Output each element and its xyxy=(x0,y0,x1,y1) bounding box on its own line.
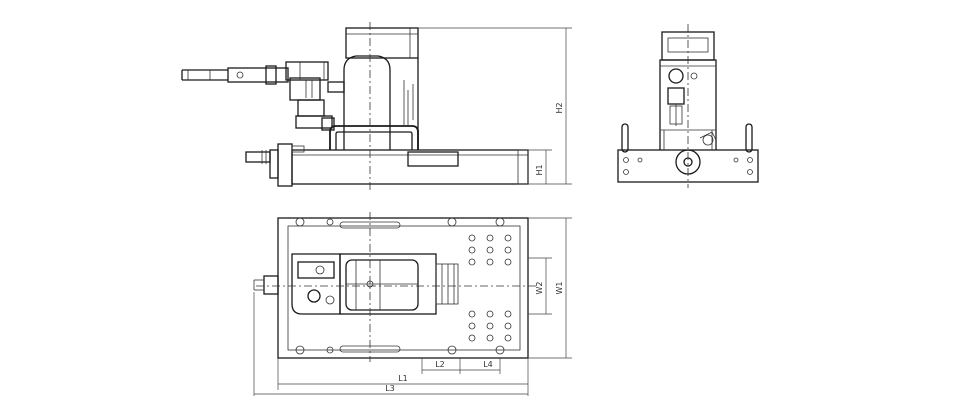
plan-pump-head xyxy=(297,261,335,279)
side-pump-nut xyxy=(269,149,279,179)
side-cylinder xyxy=(343,55,391,150)
side-pump-base xyxy=(295,115,333,129)
end-view xyxy=(617,24,759,188)
dim-label-h1: H1 xyxy=(535,164,544,175)
dim-label-l2: L2 xyxy=(435,360,445,369)
side-pump-body xyxy=(289,77,321,101)
plan-ram-head xyxy=(345,259,419,311)
plan-release-shaft xyxy=(263,275,279,295)
dim-label-l1: L1 xyxy=(398,374,408,383)
side-pump-flange xyxy=(277,143,293,187)
side-pump-handle xyxy=(227,67,289,83)
side-base-end xyxy=(517,149,529,185)
side-handle-loop xyxy=(329,125,419,150)
side-view: H2 H1 xyxy=(181,22,572,190)
plan-release-valve xyxy=(307,289,321,303)
plan-pump-outline xyxy=(291,253,341,315)
side-pump-block xyxy=(297,99,325,117)
side-pump-head xyxy=(285,61,329,81)
side-release-shaft xyxy=(245,151,271,163)
end-release-valve xyxy=(668,68,684,84)
side-toe-lift xyxy=(407,151,459,167)
end-handle-right xyxy=(745,123,753,153)
plan-corner-bolts xyxy=(295,217,505,355)
dim-label-h2: H2 xyxy=(555,102,564,113)
dim-label-w1: W1 xyxy=(555,282,564,295)
dim-label-l3: L3 xyxy=(385,384,395,393)
plan-hole-grid-upper xyxy=(468,234,512,266)
dim-label-w2: W2 xyxy=(535,282,544,295)
end-handle-left xyxy=(621,123,629,153)
dim-label-l4: L4 xyxy=(483,360,493,369)
plan-base-plate xyxy=(277,217,529,359)
plan-hole-grid-lower xyxy=(468,310,512,342)
side-ram-head xyxy=(345,27,419,59)
plan-view: W1 W2 L2 L4 L1 L3 xyxy=(253,212,572,396)
